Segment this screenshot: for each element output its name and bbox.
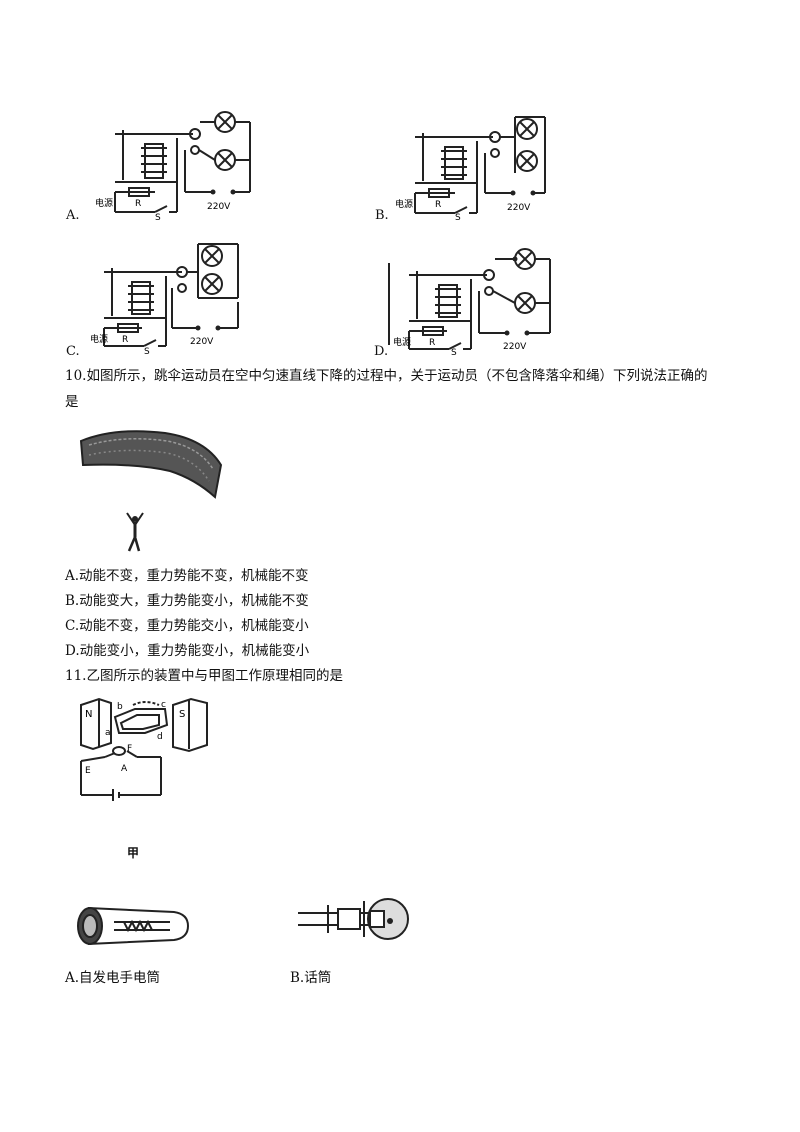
svg-text:220V: 220V: [503, 342, 527, 352]
svg-text:S: S: [144, 347, 150, 354]
microphone-figure: [298, 893, 413, 953]
option-c-letter: C.: [66, 344, 80, 359]
option-a-letter: A.: [66, 208, 80, 223]
svg-text:电源: 电源: [395, 198, 413, 210]
q10-option-a: A.动能不变，重力势能不变，机械能不变: [65, 568, 309, 584]
q10-option-b: B.动能变大，重力势能变小，机械能不变: [65, 593, 309, 609]
svg-text:电源: 电源: [393, 336, 411, 348]
q11-option-b: B.话筒: [290, 970, 332, 986]
svg-text:F: F: [127, 744, 132, 754]
q10-option-d: D.动能变小，重力势能变小，机械能变小: [65, 643, 310, 659]
svg-text:R: R: [135, 199, 141, 209]
svg-text:R: R: [435, 200, 441, 210]
svg-text:R: R: [122, 335, 128, 345]
option-d-letter: D.: [374, 344, 389, 359]
svg-text:电源: 电源: [90, 333, 108, 345]
motor-figure-jia: N S b c a d E F A: [75, 695, 225, 805]
circuit-diagram-a: 电源 R S 220V: [95, 108, 265, 223]
q11-option-a: A.自发电手电筒: [65, 970, 161, 986]
power-label: 电源: [95, 197, 113, 209]
svg-text:b: b: [117, 702, 123, 712]
q10-stem-line2: 是: [65, 394, 79, 410]
fig-jia-caption: 甲: [127, 846, 140, 860]
svg-text:N: N: [85, 709, 92, 720]
svg-text:S: S: [451, 348, 457, 355]
svg-text:S: S: [179, 709, 185, 720]
flashlight-figure: [74, 900, 192, 952]
svg-text:S: S: [155, 213, 161, 220]
parachute-figure: [75, 425, 225, 555]
svg-text:d: d: [157, 732, 163, 742]
svg-text:E: E: [85, 766, 91, 776]
svg-text:220V: 220V: [190, 337, 214, 347]
q10-stem-line1: 10.如图所示，跳伞运动员在空中匀速直线下降的过程中，关于运动员（不包含降落伞和…: [65, 368, 708, 384]
svg-text:c: c: [161, 700, 166, 710]
circuit-diagram-d: 电源 R S 220V: [385, 245, 560, 358]
svg-text:220V: 220V: [507, 203, 531, 213]
svg-text:S: S: [455, 213, 461, 220]
svg-text:A: A: [121, 764, 128, 774]
svg-text:220V: 220V: [207, 202, 231, 212]
option-b-letter: B.: [375, 208, 389, 223]
circuit-diagram-c: 电源 R S 220V: [90, 242, 250, 357]
circuit-diagram-b: 电源 R S 220V: [395, 115, 565, 223]
q10-option-c: C.动能不变，重力势能交小，机械能变小: [65, 618, 309, 634]
svg-text:a: a: [105, 728, 111, 738]
q11-stem: 11.乙图所示的装置中与甲图工作原理相同的是: [65, 668, 343, 684]
svg-text:R: R: [429, 338, 435, 348]
